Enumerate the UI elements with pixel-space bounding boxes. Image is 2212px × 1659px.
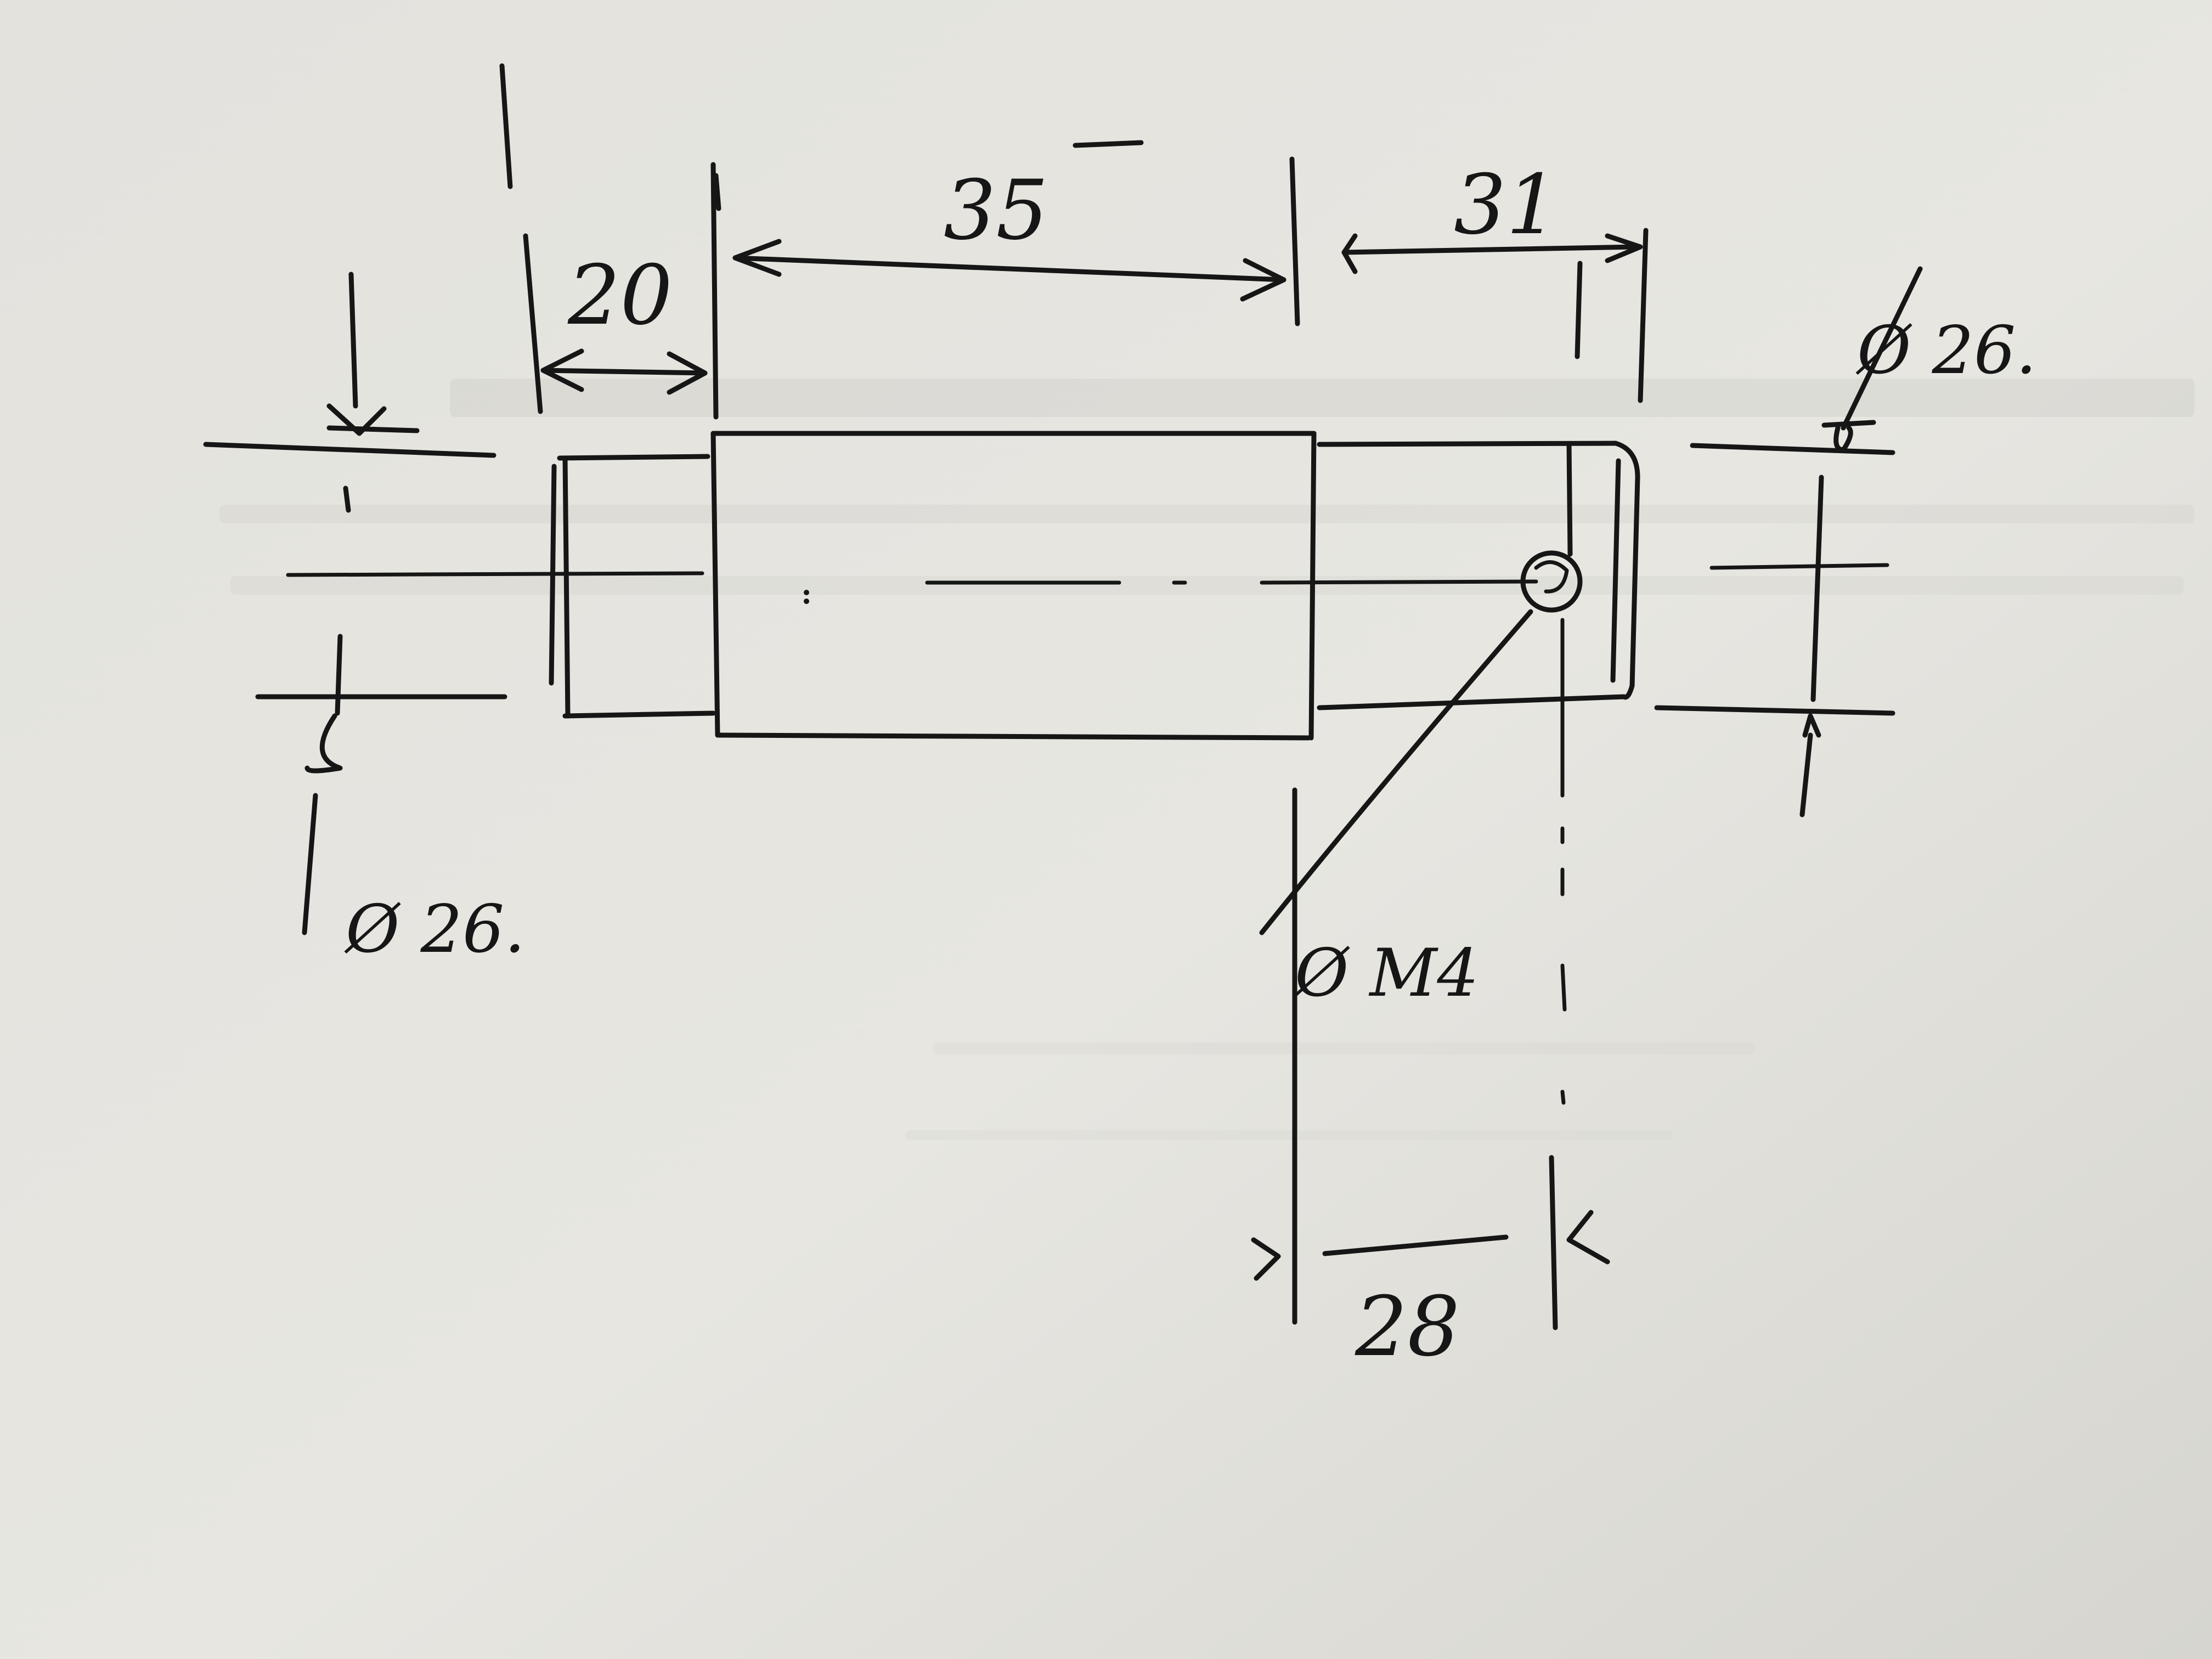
- hole-thread-label: Ø M4: [1293, 935, 1479, 1012]
- dia-right-arrow-top-base: [1821, 420, 1876, 428]
- left-section-bottom-edge: [562, 710, 716, 719]
- dim-label-20: 20: [567, 248, 673, 343]
- centre-line-right: [1260, 579, 1538, 585]
- arrow-35-right: [1240, 258, 1286, 302]
- dimension-hole-thread: Ø M4: [1293, 935, 1479, 1012]
- ext-line-35-right: [1289, 156, 1300, 326]
- left-section-top-edge: [557, 454, 710, 461]
- dim-35-overbar: [1073, 140, 1144, 148]
- dia-right-leader: [1810, 475, 1824, 702]
- ext-line-20-top: [499, 63, 513, 189]
- dia-right-label-leader: [1841, 266, 1923, 431]
- dimension-28: 28: [1251, 787, 1610, 1375]
- arrow-35-left: [732, 239, 782, 277]
- dia-left-arrow-top: [326, 403, 387, 436]
- left-end-face: [562, 455, 571, 719]
- dimension-dia-right: Ø 26.: [1654, 266, 2036, 817]
- dia-left-tick: [343, 486, 351, 513]
- ext-line-20-right: [710, 162, 719, 420]
- dia-label-right: Ø 26.: [1855, 313, 2036, 389]
- dimension-20: 20: [499, 63, 721, 420]
- arrow-20-left: [540, 348, 584, 392]
- dimension-dia-left: Ø 26.: [203, 272, 525, 968]
- dia-left-leader-top: [348, 272, 358, 409]
- hole-axis-top: [1566, 442, 1573, 557]
- dia-right-top-line: [1690, 443, 1895, 455]
- hole-outer-circle: [1520, 550, 1583, 613]
- arrow-20-right: [667, 351, 708, 395]
- right-end-chamfer: [1613, 441, 1640, 700]
- dim-line-20: [540, 368, 708, 376]
- dim-line-28: [1322, 1234, 1509, 1256]
- shoulder-left: [710, 431, 720, 738]
- shoulder-right: [1308, 431, 1317, 741]
- dim-line-35: [732, 255, 1286, 283]
- dia-left-leader-bottom: [302, 793, 318, 935]
- dia-left-arrow-top-base: [326, 425, 420, 433]
- ext-line-20-right-top: [713, 173, 721, 211]
- arrow-31-right: [1605, 233, 1643, 263]
- dim-label-28: 28: [1355, 1279, 1460, 1375]
- dia-label-left: Ø 26.: [344, 891, 525, 968]
- ext-line-20-left: [523, 233, 543, 414]
- centre-line-left: [286, 571, 704, 577]
- right-section-bottom-edge: [1317, 694, 1627, 710]
- centre-lines: [286, 563, 1889, 604]
- arrow-28-right: [1566, 1210, 1610, 1265]
- arrow-31-left: [1341, 233, 1358, 274]
- ext-line-31-hole: [1575, 261, 1583, 359]
- ext-line-31-right: [1638, 228, 1649, 403]
- dia-left-leader-bottom-top: [335, 634, 343, 716]
- bleed-through-marks: [219, 379, 2194, 1140]
- middle-section-bottom-edge: [716, 732, 1311, 741]
- dia-right-arrow-bottom: [1802, 713, 1821, 738]
- dia-right-leader-bottom: [1799, 732, 1813, 817]
- right-section-top-edge: [1317, 441, 1618, 447]
- dia-right-bottom-line: [1654, 705, 1895, 716]
- shaft-outline: [549, 431, 1640, 741]
- dia-left-arrow-bottom: [304, 713, 343, 774]
- dimension-35: 35: [732, 140, 1300, 326]
- centre-line-far-right: [1709, 563, 1889, 570]
- dimension-31: 31: [1341, 157, 1649, 403]
- dim-line-31: [1341, 244, 1638, 255]
- hole-axis-dash-4: [1560, 1090, 1566, 1105]
- hole-extension-line: [1549, 1155, 1558, 1330]
- dim-label-31: 31: [1454, 157, 1559, 253]
- right-end-face: [1610, 458, 1621, 683]
- dim-label-35: 35: [944, 163, 1048, 258]
- hole-thread-arc: [1534, 560, 1569, 594]
- dia-right-arrow-top: [1833, 425, 1853, 453]
- hole-axis-dash-3: [1560, 963, 1567, 1012]
- arrow-28-left: [1251, 1237, 1281, 1281]
- dia-left-top-line: [203, 442, 496, 458]
- hole-leader-line: [1259, 609, 1533, 935]
